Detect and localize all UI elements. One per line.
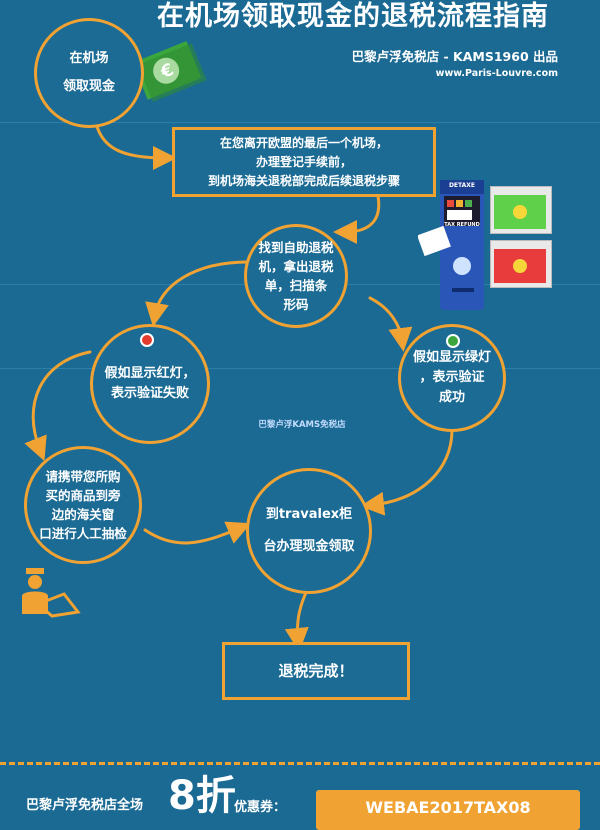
coupon-code: WEBAE2017TAX08: [365, 798, 531, 817]
coupon-suffix: 优惠券：: [234, 800, 287, 815]
divider-line: [0, 368, 600, 369]
kiosk-screen-label: TAX REFUND: [444, 222, 480, 228]
step-text: 台办理现金领取: [263, 539, 355, 554]
step-manual-check: 请携带您所购 买的商品到旁 边的海关窗 口进行人工抽检: [24, 446, 142, 564]
step-text: 机，拿出退税: [258, 259, 334, 274]
step-text: 假如显示绿灯: [412, 350, 491, 365]
step-text: 买的商品到旁: [45, 488, 121, 503]
publisher-subtitle: 巴黎卢浮免税店 - KAMS1960 出品: [351, 49, 558, 64]
store-watermark: 巴黎卢浮KAMS免税店: [258, 420, 346, 430]
step-text: 到travalex柜: [265, 507, 353, 522]
step-text: 在机场: [69, 51, 109, 66]
step-text: 口进行人工抽检: [39, 526, 127, 541]
step-text: 边的海关窗: [51, 507, 115, 522]
step-text: 成功: [438, 390, 465, 405]
step-done: 退税完成！: [222, 642, 410, 700]
step-text: 到机场海关退税部完成后续退税步骤: [207, 173, 400, 188]
step-kiosk-scan: 找到自助退税 机，拿出退税 单，扫描条 形码: [244, 224, 348, 328]
step-text: ，表示验证: [419, 370, 485, 385]
step-text: 退税完成！: [278, 661, 354, 680]
green-check-screen-icon: [490, 186, 552, 234]
green-light-indicator: [446, 334, 460, 348]
step-text: 办理登记手续前，: [255, 154, 352, 169]
customs-officer-icon: [18, 566, 82, 618]
page-title: 在机场领取现金的退税流程指南: [157, 1, 549, 32]
step-text: 形码: [283, 297, 309, 312]
step-airport-cash: 在机场 领取现金: [34, 18, 144, 128]
coupon-prefix: 巴黎卢浮免税店全场: [26, 798, 144, 813]
step-text: 表示验证失败: [110, 386, 189, 401]
step-before-leave: 在您离开欧盟的最后一个机场， 办理登记手续前， 到机场海关退税部完成后续退税步骤: [172, 127, 436, 197]
red-light-indicator: [140, 333, 154, 347]
dashed-separator: [0, 762, 600, 765]
divider-line: [0, 122, 600, 123]
step-text: 领取现金: [62, 79, 115, 94]
website-url: www.Paris-Louvre.com: [435, 68, 558, 79]
step-text: 假如显示红灯，: [104, 366, 196, 381]
step-travelex-counter: 到travalex柜 台办理现金领取: [246, 468, 372, 594]
step-text: 在您离开欧盟的最后一个机场，: [219, 135, 388, 150]
step-text: 请携带您所购: [45, 469, 121, 484]
coupon-code-button[interactable]: WEBAE2017TAX08: [316, 790, 580, 830]
kiosk-brand-label: DETAXE: [448, 182, 476, 189]
coupon-discount: 8折: [168, 773, 236, 819]
tax-refund-kiosk-icon: DETAXE TAX REFUND: [418, 178, 488, 318]
step-green-light: 假如显示绿灯 ，表示验证 成功: [398, 324, 506, 432]
step-text: 找到自助退税: [258, 240, 334, 255]
euro-banknote-icon: €: [128, 30, 207, 102]
step-text: 单，扫描条: [264, 278, 328, 293]
red-cross-screen-icon: [490, 240, 552, 288]
